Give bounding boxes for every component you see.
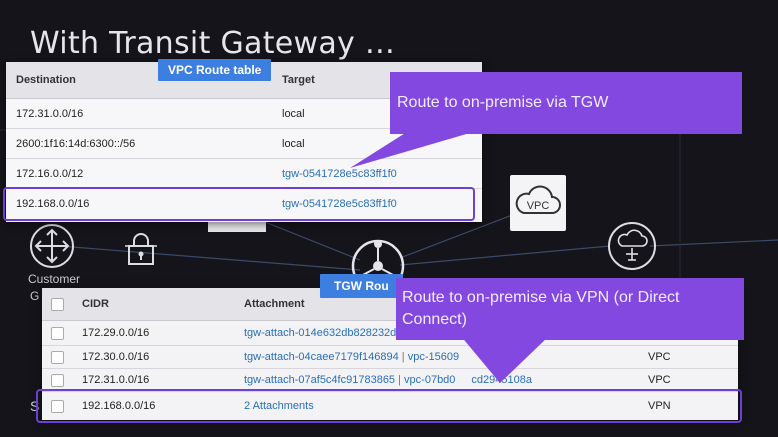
customer-gateway-icon [30,224,74,268]
vpc-cloud-icon: VPC [515,185,561,214]
tgw-route-highlight [36,389,742,423]
tgw-route-cidr: 192.168.0.0/16 [82,400,156,412]
route-target: local [282,107,305,120]
attachment-column-header[interactable]: Attachment [244,298,305,310]
route-destination: 172.16.0.0/12 [16,167,84,180]
customer-gateway-label-2: G [30,289,40,303]
tgw-attachment-link[interactable]: 2 Attachments [244,400,314,412]
table-row[interactable]: 172.31.0.0/16 tgw-attach-07af5c4fc917838… [42,369,738,392]
destination-column-header[interactable]: Destination [16,74,76,86]
table-row[interactable]: 192.168.0.0/16 tgw-0541728e5c83ff1f0 [6,189,482,219]
tgw-route-type: VPC [648,374,671,386]
vpc-route-table-tag: VPC Route table [158,59,272,81]
slide-title: With Transit Gateway … [30,26,396,61]
route-target-link[interactable]: tgw-0541728e5c83ff1f0 [282,198,397,210]
attachment-separator: | [398,374,401,386]
row-checkbox[interactable] [51,399,64,413]
attachment-separator: | [401,351,405,363]
route-destination: 172.31.0.0/16 [16,107,84,120]
select-all-checkbox[interactable] [51,297,64,311]
vpc-icon-box: VPC [510,175,566,231]
route-destination: 2600:1f16:14d:6300::/56 [16,137,136,150]
target-column-header[interactable]: Target [282,74,315,86]
callout-tgw: Route to on-premise via TGW [390,72,742,134]
vpc-route-highlight [3,187,475,221]
table-row[interactable]: 172.16.0.0/12 tgw-0541728e5c83ff1f0 [6,159,482,189]
tgw-attachment-link[interactable]: tgw-attach-04caee7179f146894 [244,351,399,363]
tgw-route-type: VPC [648,351,671,363]
callout-tgw-pointer [350,130,480,168]
vpn-connection-icon [608,222,656,270]
row-checkbox[interactable] [51,326,64,340]
callout-vpn: Route to on-premise via VPN (or Direct C… [396,278,744,340]
table-row[interactable]: 192.168.0.0/16 2 Attachments VPN [42,392,738,420]
tgw-route-table-tag: TGW Rou [320,274,403,298]
tgw-route-cidr: 172.29.0.0/16 [82,327,150,339]
route-destination: 192.168.0.0/16 [16,198,90,210]
tgw-attachment-link[interactable]: tgw-attach-014e632db828232dc [244,327,402,339]
callout-vpn-pointer [460,335,550,383]
route-target-link[interactable]: tgw-0541728e5c83ff1f0 [282,167,397,180]
table-row[interactable]: 172.30.0.0/16 tgw-attach-04caee7179f1468… [42,346,738,369]
tgw-route-type: VPN [648,400,671,412]
tgw-attachment-link[interactable]: tgw-attach-07af5c4fc91783865 [244,374,396,386]
table-row[interactable]: 172.29.0.0/16 tgw-attach-014e632db828232… [42,321,738,346]
tgw-route-cidr: 172.31.0.0/16 [82,374,150,386]
customer-gateway-label: Customer [28,272,81,286]
vpc-icon-label: VPC [527,200,550,212]
vpc-id-link[interactable]: vpc-15609 [407,351,460,363]
vpc-id-link[interactable]: vpc-07bd0 [404,374,456,386]
row-checkbox[interactable] [51,373,64,387]
tgw-route-cidr: 172.30.0.0/16 [82,351,150,363]
route-target: local [282,137,305,150]
vpn-lock-icon [125,233,157,265]
row-checkbox[interactable] [51,350,64,364]
cidr-column-header[interactable]: CIDR [82,298,109,310]
bottom-left-label: S [30,398,40,414]
